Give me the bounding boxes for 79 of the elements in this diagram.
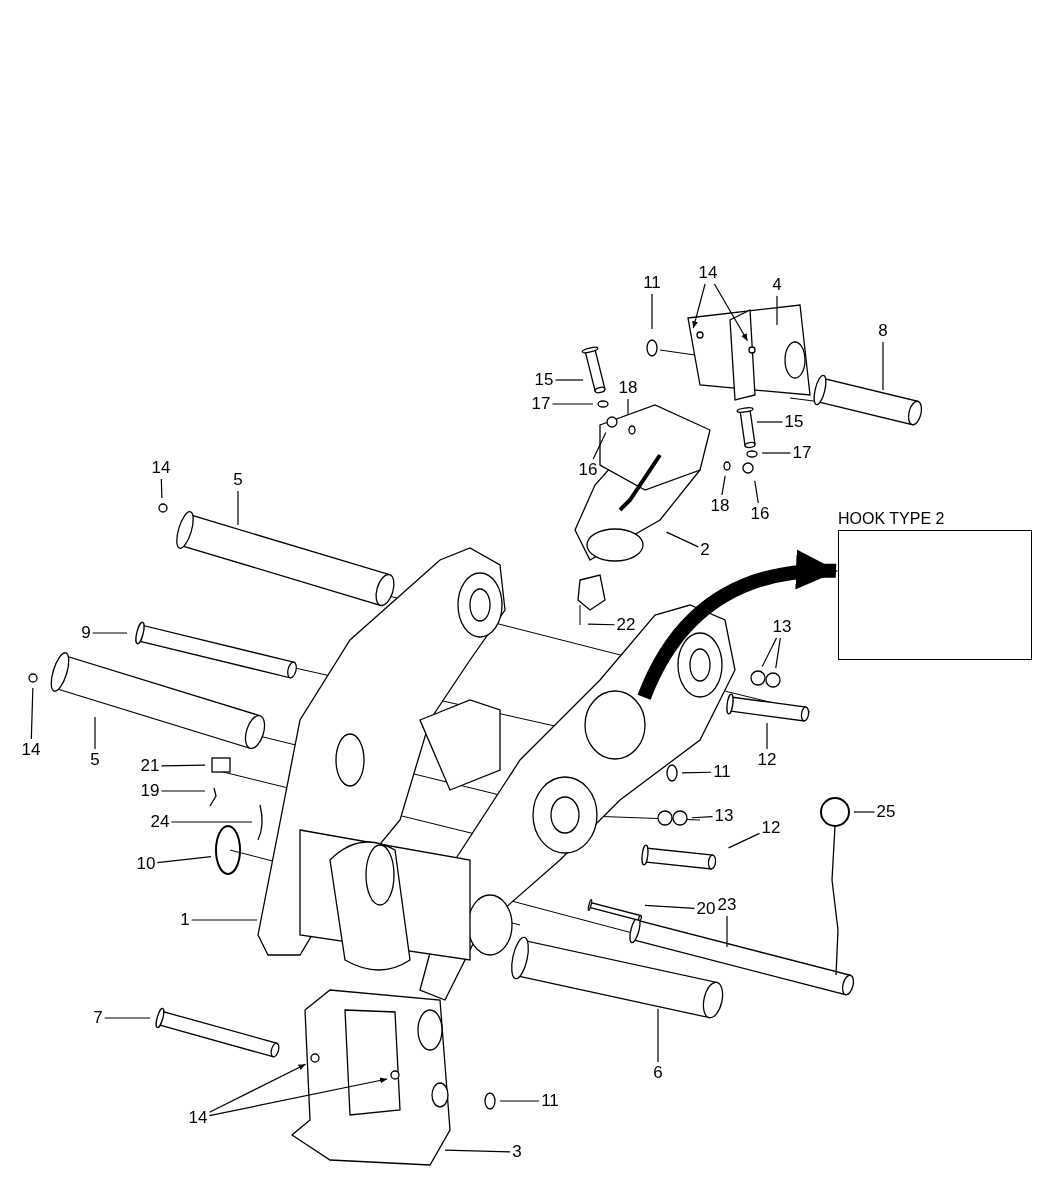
- leader-line: [776, 295, 778, 326]
- leader-line: [756, 421, 784, 423]
- callout-number: 11: [643, 274, 661, 292]
- callout-number: 17: [531, 395, 551, 413]
- leader-line: [761, 452, 792, 454]
- leader-line: [587, 623, 616, 626]
- leader-line: [160, 478, 163, 499]
- callout-number: 23: [717, 896, 737, 914]
- leader-line: [754, 480, 759, 504]
- callout-number: 5: [90, 751, 100, 769]
- callout-number: 14: [698, 264, 718, 282]
- callout-number: 17: [792, 444, 812, 462]
- callout-number: 2: [700, 541, 710, 559]
- callout-number: 6: [653, 1064, 663, 1082]
- leader-line: [156, 855, 212, 864]
- leader-line: [721, 475, 726, 496]
- leader-line: [554, 379, 584, 381]
- callout-number: 14: [188, 1109, 208, 1127]
- callout-number: 8: [878, 322, 888, 340]
- callout-number: 9: [81, 624, 91, 642]
- callout-number: 16: [578, 461, 598, 479]
- callout-number: 24: [150, 813, 170, 831]
- callout-number: 7: [93, 1009, 103, 1027]
- callout-number: 22: [616, 616, 636, 634]
- leader-line: [92, 632, 128, 634]
- leader-line: [208, 1063, 307, 1113]
- leader-line: [665, 531, 699, 548]
- callout-number: 12: [757, 751, 777, 769]
- leader-line: [237, 490, 239, 526]
- leader-line: [882, 341, 884, 391]
- callout-number: 13: [772, 618, 792, 636]
- callout-number: 18: [710, 497, 730, 515]
- callout-number: 13: [714, 807, 734, 825]
- callout-number: 11: [541, 1092, 559, 1110]
- leader-line: [160, 790, 206, 792]
- leader-line: [30, 687, 34, 740]
- callout-number: 12: [761, 819, 781, 837]
- leader-line: [775, 637, 781, 669]
- leader-line: [651, 293, 653, 330]
- callout-number: 19: [140, 782, 160, 800]
- leader-line: [94, 716, 96, 750]
- leader-line: [691, 816, 714, 819]
- leader-line: [727, 832, 761, 849]
- leader-line: [761, 637, 778, 668]
- leader-line: [766, 722, 768, 750]
- leader-line: [713, 283, 749, 342]
- inset-heading: HOOK TYPE 2: [838, 510, 945, 528]
- callout-number: 21: [140, 757, 160, 775]
- callout-number: 4: [772, 276, 782, 294]
- leader-line: [160, 764, 206, 767]
- callout-number: 10: [136, 855, 156, 873]
- callout-number: 20: [696, 900, 716, 918]
- callout-number: 18: [618, 379, 638, 397]
- leader-line: [627, 398, 629, 416]
- leader-line: [644, 904, 696, 909]
- callout-number: 11: [713, 763, 731, 781]
- leader-line: [853, 811, 876, 813]
- leader-line: [551, 403, 594, 405]
- callout-number: 14: [151, 459, 171, 477]
- callout-number: 15: [784, 413, 804, 431]
- leader-line: [170, 821, 253, 823]
- callout-number: 25: [876, 803, 896, 821]
- callout-number: 1: [180, 911, 190, 929]
- leader-line: [191, 919, 258, 921]
- leader-line: [104, 1017, 151, 1019]
- leader-line: [657, 1008, 659, 1063]
- callout-number: 15: [534, 371, 554, 389]
- callout-number: 14: [21, 741, 41, 759]
- leader-line: [444, 1149, 511, 1153]
- callout-number: 3: [512, 1143, 522, 1161]
- leader-line: [681, 771, 712, 774]
- leader-line: [692, 283, 706, 329]
- leader-line: [726, 915, 728, 948]
- leader-line: [208, 1077, 388, 1117]
- callout-number: 5: [233, 471, 243, 489]
- callout-number: 16: [750, 505, 770, 523]
- leader-line: [499, 1100, 540, 1102]
- curved-arrow: [637, 551, 838, 700]
- leader-line: [592, 431, 607, 460]
